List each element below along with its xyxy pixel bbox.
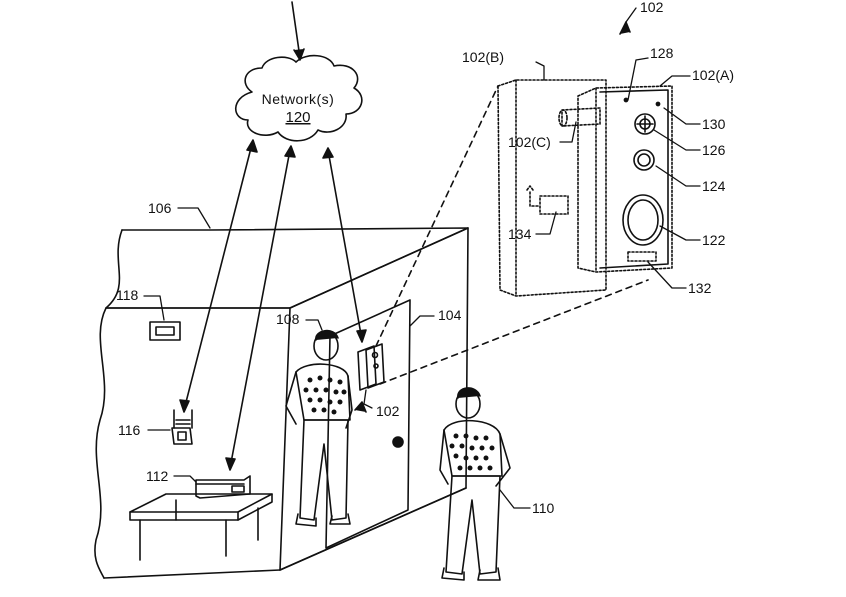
house-structure <box>94 227 469 579</box>
device-on-door-label: 102 <box>376 403 400 419</box>
network-cloud <box>234 54 363 142</box>
door-label: 104 <box>438 307 462 323</box>
device-detail-label: 102 <box>640 0 664 15</box>
light-indicator-label: 130 <box>702 116 726 132</box>
computer-label: 112 <box>146 468 169 484</box>
user-at-door-label: 108 <box>276 311 300 327</box>
camera-lens-label: 126 <box>702 142 726 158</box>
computer-device <box>195 475 251 499</box>
network-number-label: 120 <box>285 109 310 126</box>
device-detail <box>497 79 673 297</box>
device-on-door <box>357 343 385 391</box>
leader-lines <box>143 7 701 509</box>
person-visitor-shirt-pattern <box>449 433 495 471</box>
mount-arm-label: 102(C) <box>508 134 551 150</box>
thermostat-device <box>149 321 181 341</box>
bottom-panel-label: 132 <box>688 280 712 296</box>
person-inside <box>285 329 353 527</box>
arrowheads <box>179 139 367 471</box>
front-unit-label: 102(A) <box>692 67 734 83</box>
person-visitor <box>439 387 511 581</box>
hub-device <box>171 409 193 445</box>
back-plate-label: 102(B) <box>462 49 504 65</box>
table <box>129 493 273 561</box>
top-sensor-label: 128 <box>650 45 674 61</box>
visitor-label: 110 <box>532 500 555 516</box>
network-name-label: Network(s) <box>262 91 335 107</box>
door-knob <box>392 436 404 448</box>
hub-label: 116 <box>118 422 141 438</box>
speaker-label: 122 <box>702 232 726 248</box>
person-inside-shirt-pattern <box>303 375 347 415</box>
incoming-arrow <box>291 1 301 59</box>
circuit-label: 134 <box>508 226 532 242</box>
network-arrows <box>183 143 363 469</box>
thermostat-label: 118 <box>116 287 139 303</box>
incoming-arrowhead <box>293 48 305 61</box>
door <box>325 299 411 549</box>
house-label: 106 <box>148 200 172 216</box>
button-label: 124 <box>702 178 726 194</box>
projection-lines <box>375 85 649 385</box>
